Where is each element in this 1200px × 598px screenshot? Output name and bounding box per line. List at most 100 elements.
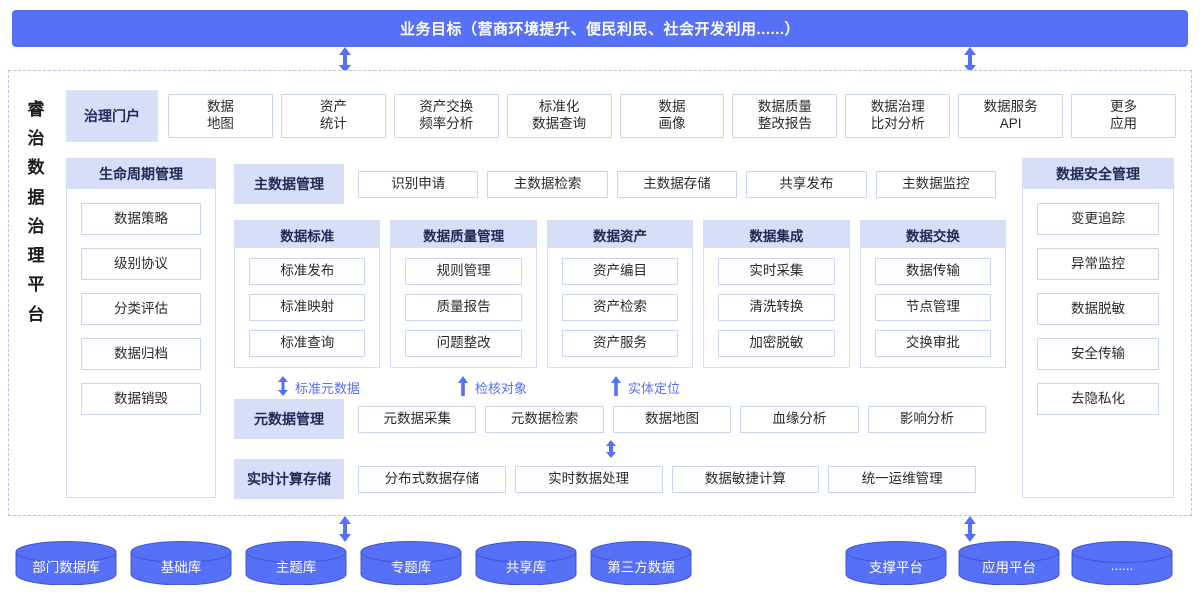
std-item-query[interactable]: 标准查询: [249, 330, 366, 357]
portal-item-line2: API: [999, 116, 1022, 131]
cylinder-icon: [475, 541, 577, 586]
cylinder-icon: [15, 541, 117, 586]
portal-item-more-apps[interactable]: 更多 应用: [1071, 94, 1177, 138]
cylinder-third-party[interactable]: 第三方数据: [590, 541, 692, 586]
portal-item-line1: 标准化: [538, 99, 580, 115]
cylinder-more[interactable]: ......: [1071, 541, 1173, 586]
meta-item-data-map[interactable]: 数据地图: [612, 405, 732, 433]
integ-item-encrypt-mask[interactable]: 加密脱敏: [718, 330, 835, 357]
security-item-secure-transfer[interactable]: 安全传输: [1037, 338, 1159, 370]
security-items: 变更追踪 异常监控 数据脱敏 安全传输 去隐私化: [1023, 189, 1173, 429]
portal-item-standardized-query[interactable]: 标准化 数据查询: [506, 94, 612, 138]
column-head-label: 数据集成: [704, 221, 849, 248]
cylinder-share-db[interactable]: 共享库: [475, 541, 577, 586]
cylinder-application-platform[interactable]: 应用平台: [958, 541, 1060, 586]
exch-item-transfer[interactable]: 数据传输: [874, 258, 992, 285]
meta-item-lineage[interactable]: 血缘分析: [740, 405, 859, 433]
exch-item-node-mgmt[interactable]: 节点管理: [874, 294, 992, 321]
master-data-row: 主数据管理 识别申请 主数据检索 主数据存储 共享发布 主数据监控: [234, 164, 1006, 204]
quality-item-issue-fix[interactable]: 问题整改: [405, 330, 522, 357]
cylinder-dept-db[interactable]: 部门数据库: [15, 541, 117, 586]
lifecycle-items: 数据策略 级别协议 分类评估 数据归档 数据销毁: [67, 189, 215, 429]
cylinder-label: 第三方数据: [607, 559, 675, 575]
portal-item-line1: 资产交换: [419, 99, 474, 115]
cylinder-subject-db[interactable]: 主题库: [245, 541, 347, 586]
integ-item-clean-transform[interactable]: 清洗转换: [718, 294, 835, 321]
portal-item-governance-compare[interactable]: 数据治理 比对分析: [845, 94, 951, 138]
portal-item-line2: 应用: [1110, 116, 1138, 131]
portal-item-data-profile[interactable]: 数据 画像: [619, 94, 725, 138]
cylinder-label: 应用平台: [982, 559, 1036, 575]
asset-item-catalog[interactable]: 资产编目: [561, 258, 679, 285]
vtitle-char-1: 治: [27, 129, 45, 149]
portal-item-line1: 更多: [1110, 99, 1138, 115]
column-data-integration: 数据集成 实时采集 清洗转换 加密脱敏: [703, 220, 850, 368]
platform-vertical-title: 睿 治 数 据 治 理 平 台: [14, 95, 58, 329]
portal-item-asset-stats[interactable]: 资产 统计: [280, 94, 386, 138]
security-item-anomaly-monitor[interactable]: 异常监控: [1037, 248, 1159, 280]
column-items: 规则管理 质量报告 问题整改: [391, 248, 535, 367]
masterdata-item-share-publish[interactable]: 共享发布: [746, 170, 867, 198]
portal-item-line2: 地图: [206, 116, 234, 131]
exch-item-approval[interactable]: 交换审批: [874, 330, 992, 357]
rt-item-distributed-storage[interactable]: 分布式数据存储: [358, 465, 506, 493]
portal-item-line1: 资产: [319, 99, 347, 115]
cylinder-icon: [245, 541, 347, 586]
lifecycle-management-panel: 生命周期管理 数据策略 级别协议 分类评估 数据归档 数据销毁: [66, 158, 216, 498]
security-item-deprivacy[interactable]: 去隐私化: [1037, 383, 1159, 415]
masterdata-item-identify-apply[interactable]: 识别申请: [358, 170, 479, 198]
portal-items: 数据 地图 资产 统计 资产交换 频率分析 标准化 数据查询 数据 画像 数据质…: [158, 90, 1177, 142]
column-data-asset: 数据资产 资产编目 资产检索 资产服务: [546, 220, 694, 368]
rt-item-agile-compute[interactable]: 数据敏捷计算: [671, 465, 820, 493]
security-item-masking[interactable]: 数据脱敏: [1037, 293, 1159, 325]
lifecycle-item-data-strategy[interactable]: 数据策略: [81, 203, 201, 235]
portal-item-line1: 数据: [658, 99, 686, 115]
arrow-platform-to-sources-right: [962, 516, 978, 542]
vtitle-char-3: 据: [27, 187, 45, 207]
annotation-entity-location: 实体定位: [610, 376, 680, 399]
cylinder-icon: [360, 541, 462, 586]
cylinder-topic-db[interactable]: 专题库: [360, 541, 462, 586]
portal-head-label: 治理门户: [66, 90, 158, 142]
arrow-banner-to-platform-right: [962, 47, 978, 73]
lifecycle-item-destruction[interactable]: 数据销毁: [81, 383, 201, 415]
double-arrow-icon: [277, 376, 289, 399]
lifecycle-item-classification[interactable]: 分类评估: [81, 293, 201, 325]
portal-item-line2: 整改报告: [757, 116, 812, 131]
integ-item-realtime-collect[interactable]: 实时采集: [718, 258, 835, 285]
portal-item-data-service-api[interactable]: 数据服务 API: [958, 94, 1064, 138]
lifecycle-item-sla[interactable]: 级别协议: [81, 248, 201, 280]
meta-item-impact[interactable]: 影响分析: [867, 405, 987, 433]
portal-item-data-map[interactable]: 数据 地图: [168, 94, 273, 138]
masterdata-item-storage[interactable]: 主数据存储: [616, 170, 738, 198]
metadata-management-row: 元数据管理 元数据采集 元数据检索 数据地图 血缘分析 影响分析: [234, 399, 996, 439]
masterdata-item-search[interactable]: 主数据检索: [487, 170, 608, 198]
column-data-exchange: 数据交换 数据传输 节点管理 交换审批: [859, 220, 1007, 368]
security-item-change-tracking[interactable]: 变更追踪: [1037, 203, 1159, 235]
column-head-label: 数据交换: [860, 221, 1006, 248]
quality-item-rule-mgmt[interactable]: 规则管理: [405, 258, 522, 285]
up-arrow-icon: [610, 376, 622, 399]
vtitle-char-0: 睿: [27, 100, 45, 119]
portal-item-quality-report[interactable]: 数据质量 整改报告: [732, 94, 838, 138]
std-item-mapping[interactable]: 标准映射: [249, 294, 366, 321]
rt-item-unified-ops[interactable]: 统一运维管理: [828, 465, 976, 493]
portal-item-line1: 数据服务: [983, 99, 1038, 115]
std-item-publish[interactable]: 标准发布: [249, 258, 366, 285]
asset-item-search[interactable]: 资产检索: [561, 294, 679, 321]
meta-item-search[interactable]: 元数据检索: [485, 405, 604, 433]
column-head-label: 数据资产: [547, 221, 693, 248]
up-arrow-icon: [457, 376, 469, 399]
portal-item-exchange-frequency[interactable]: 资产交换 频率分析: [393, 94, 499, 138]
rt-item-realtime-processing[interactable]: 实时数据处理: [514, 465, 663, 493]
quality-item-report[interactable]: 质量报告: [405, 294, 522, 321]
annotation-label: 实体定位: [628, 381, 681, 396]
governance-portal-row: 治理门户 数据 地图 资产 统计 资产交换 频率分析 标准化 数据查询 数据 画…: [66, 90, 1177, 142]
meta-item-collect[interactable]: 元数据采集: [358, 405, 477, 433]
asset-item-service[interactable]: 资产服务: [561, 330, 679, 357]
column-items: 标准发布 标准映射 标准查询: [235, 248, 379, 367]
lifecycle-item-archiving[interactable]: 数据归档: [81, 338, 201, 370]
masterdata-item-monitor[interactable]: 主数据监控: [875, 170, 997, 198]
cylinder-base-db[interactable]: 基础库: [130, 541, 232, 586]
cylinder-support-platform[interactable]: 支撑平台: [845, 541, 947, 586]
